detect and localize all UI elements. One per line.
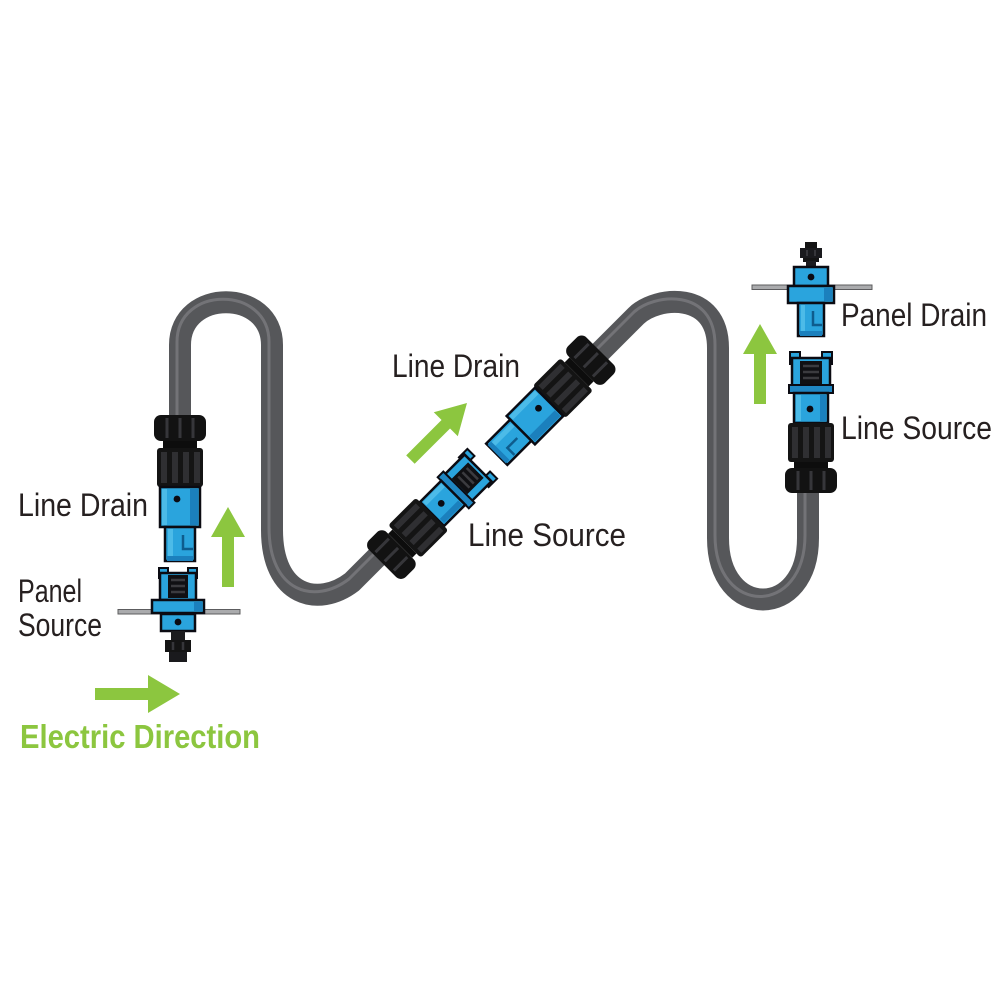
label-electric-direction: Electric Direction [20,718,260,755]
cable-right-segment [592,290,819,611]
up-arrow-left-icon [211,507,245,587]
panel-source-connector-left [150,566,206,664]
label-line-drain-left: Line Drain [18,487,148,523]
label-panel-drain-right: Panel Drain [841,297,987,333]
cable-edge-highlight [175,297,385,594]
cable-edge-highlight [595,297,807,598]
label-line-source-middle: Line Source [468,517,626,553]
right-arrow-electric-direction-icon [95,675,180,713]
label-line-drain-middle: Line Drain [392,348,520,384]
line-source-connector-right [783,350,839,495]
line-drain-connector-left [152,413,208,563]
up-arrow-right-icon [743,324,777,404]
line-source-connector-middle [362,443,503,584]
label-panel-source-line2: Source [18,607,102,643]
label-line-source-right: Line Source [841,410,992,446]
panel-drain-connector-right [786,240,836,338]
cable-left-segment [169,291,394,606]
label-panel-source-line1: Panel [18,573,82,609]
